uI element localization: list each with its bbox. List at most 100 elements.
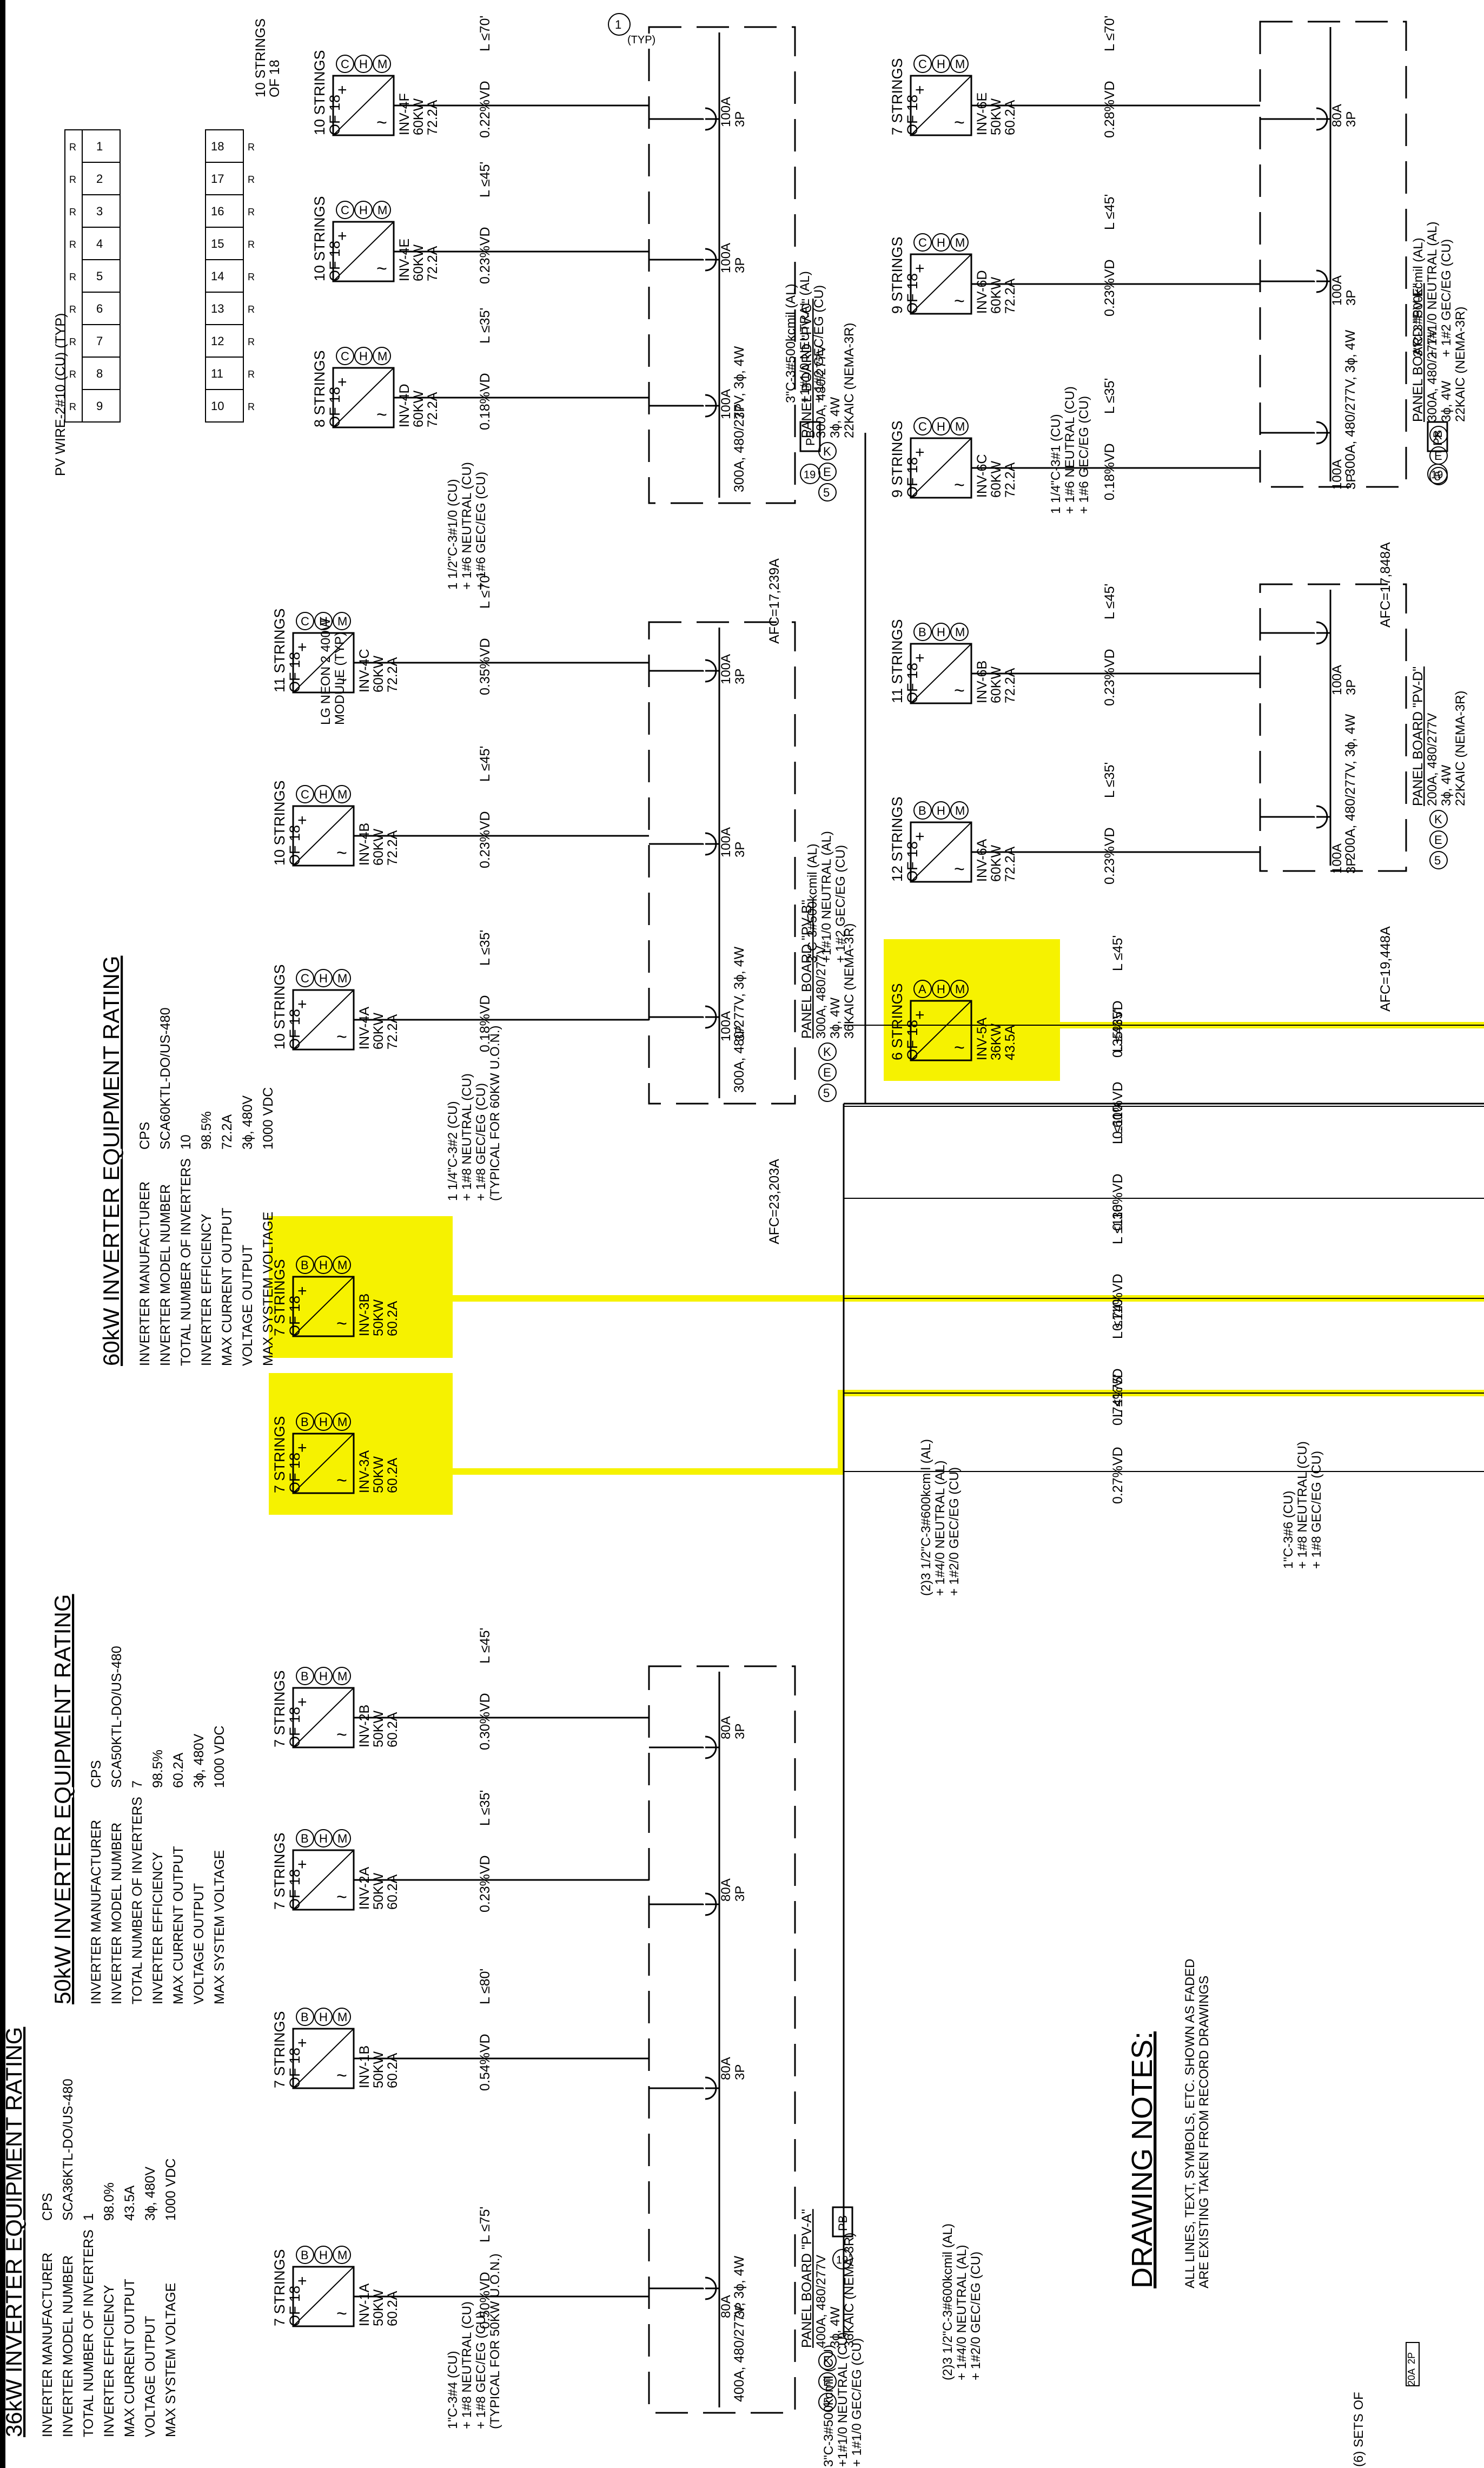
inverter-badge [333,1829,351,1847]
conductor-inv-6c: 1 1/4"C-3#1 (CU)+ 1#6 NEUTRAL (CU)+ 1#6 … [1049,386,1091,514]
inverter-badge-text: M [337,2248,347,2262]
conductor-line: + 1#6 NEUTRAL (CU) [460,462,474,590]
feeder-label: 0.23%VDL ≤45' [1102,194,1117,316]
rating-row-value: 3ϕ, 480V [143,2166,158,2221]
rating-row-label: TOTAL NUMBER OF INVERTERS [178,1158,194,1366]
inverter-strings: 7 STRINGS [271,1259,288,1336]
rating-row-value: SCA60KTL-DO/US-480 [158,1007,173,1150]
panel-bus-label: 400A, 480/277V, 3ϕ, 4W [732,2255,747,2402]
inverter-id: INV-4E [397,239,412,281]
conductor-line: 3"C-3#500kcmil (CU) [822,2345,836,2467]
feeder-vd: 0.28%VD [1102,81,1117,138]
conductor-line: + 1#8 NEUTRAL (CU) [460,2301,474,2429]
pull-box-label-group: PB [836,2215,850,2231]
conductor-pv-b-out: 3"C-3#500kcmil (AL)+1#1/0 NEUTRAL (AL)+ … [805,831,848,963]
breaker-rating: 100A [1330,459,1344,490]
inverter-strings-of: OF 18 [287,652,303,692]
inverter-badge [354,347,373,365]
conductor-inv-4d: 1 1/2"C-3#1/0 (CU)+ 1#6 NEUTRAL (CU)+ 1#… [446,462,488,590]
conductor-line: + 1#2 GEC/EG (CU) [812,285,826,403]
inverter-kw: 60KW [989,667,1004,703]
inverter-badge-text: B [301,1415,309,1429]
inverter-amps: 60.2A [385,1301,400,1336]
inverter-strings-of: OF 18 [327,95,343,135]
feeder-vd: 0.30%VD [478,1693,493,1750]
breaker-rating: 100A [1330,275,1344,306]
rating-row-label: MAX SYSTEM VOLTAGE [212,1850,227,2004]
inverter-badge [950,417,969,435]
breaker-lead [1260,432,1315,434]
inverter-badge [333,2008,351,2026]
pull-box-label: PB [804,430,817,446]
string-r: R [248,369,255,380]
inverter-strings: 7 STRINGS [889,58,905,135]
pull-box-label: PB [836,2215,850,2231]
string-cell-number: 12 [211,334,224,348]
inverter-badge-text: B [918,625,926,639]
inverter-strings: 9 STRINGS [889,236,905,314]
inverter-badge [314,785,333,803]
keynote-text: 5 [1434,470,1441,483]
conductor-pv-e-out: 3"C-3#500kcmil (AL)+ 1#1/0 NEUTRAL (AL)+… [1411,221,1454,357]
feeder-vd: 0.23%VD [478,1855,493,1912]
feeder-mid-label: 0.35%VDL ≤45' [1110,935,1125,1058]
inverter-plus: + [297,2272,307,2290]
panel-pv-c [648,26,796,504]
inverter-strings-of: OF 18 [287,2048,303,2088]
breaker-poles: 3P [733,2302,747,2318]
panel-afc-group: AFC=23,203A [767,1159,782,1244]
inverter-badge-text: H [359,203,368,217]
inverter-plus: + [337,81,347,99]
inverter-id: INV-4C [357,649,372,692]
keynote-19 [800,464,820,484]
inverter-badge-text: B [918,804,926,817]
inverter-badge-text: C [918,236,927,249]
inverter-id: INV-6C [975,454,990,498]
keynote-typ: (TYP) [627,34,655,46]
feeder-run: L ≤35' [478,308,493,344]
inverter-strings-of: OF 18 [287,1296,303,1336]
breaker-rating: 100A [719,389,733,419]
panel-afc-group: AFC=17,239A [767,558,782,644]
inverter-badge [950,980,969,998]
feeder-vd: 0.23%VD [1102,259,1117,316]
inverter-ac: ~ [954,113,965,133]
inverter-strings: 7 STRINGS [271,1832,288,1910]
breaker-poles: 3P [733,404,747,419]
breaker-lead [649,118,704,120]
inverter-badge-text: H [319,2010,328,2024]
inverter-ac: ~ [336,1470,347,1491]
inverter-badge-text: B [301,2248,309,2262]
inverter-diagonal [293,1687,354,1748]
conductor-line: 3"C-3#500kcmil (AL) [1411,237,1426,357]
inverter-id: INV-3B [357,1294,372,1336]
conductor-inv-5a: 1"C-3#6 (CU)+ 1#8 NEUTRAL (CU)+ 1#8 GEC/… [1281,1441,1324,1569]
inverter-badge-text: C [301,972,309,985]
breaker-rating: 80A [719,2295,733,2318]
panel-l2: 3ϕ, 4W [1439,381,1454,422]
rating-row-value: 60.2A [171,1752,186,1788]
conductor-line: + 1#8 NEUTRAL (CU) [460,1073,474,1201]
conductor-line: + 1#8 GEC/EG (CU) [474,2311,488,2429]
feeder-mid-label: 0.74%VDL ≤110' [1110,1202,1125,1331]
feeder-label: 0.22%VDL ≤70' [478,16,493,138]
inverter-badge-text: C [341,203,349,217]
breaker-poles: 3P [733,669,747,684]
inverter-diagonal [293,806,354,866]
inverter-strings-of: OF 18 [287,1453,303,1493]
inverter-kw: 60KW [411,391,426,427]
keynote-circle [818,2352,837,2370]
bottom-breaker [1406,2342,1420,2386]
inverter-badge [354,55,373,73]
